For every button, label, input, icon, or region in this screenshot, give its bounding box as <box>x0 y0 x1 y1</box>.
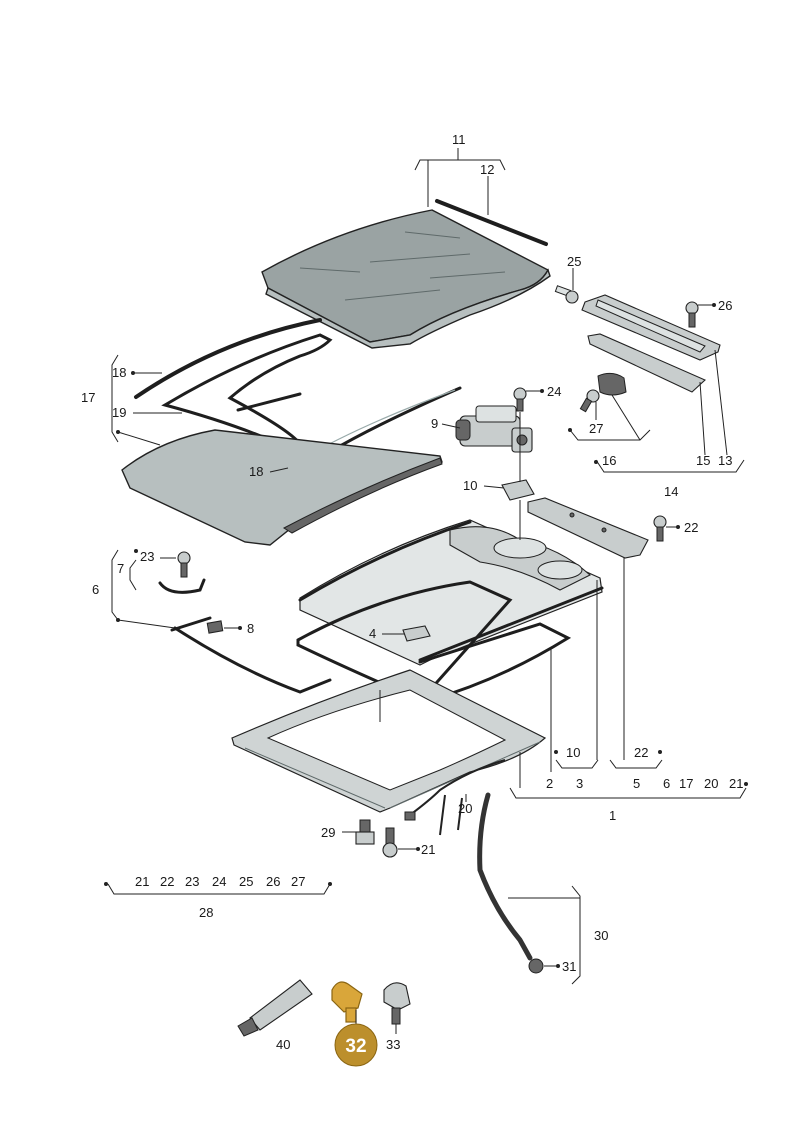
callout-15: 15 <box>696 453 710 468</box>
callout-5: 5 <box>633 776 640 791</box>
callout-20: 20 <box>458 801 472 816</box>
callout-21-set: 21 <box>135 874 149 889</box>
callout-22-set: 22 <box>160 874 174 889</box>
rail-assembly-14 <box>581 294 721 396</box>
harness-20 <box>409 759 506 836</box>
callout-23: 23 <box>140 549 154 564</box>
screw-25 <box>554 285 579 304</box>
callout-17: 17 <box>81 390 95 405</box>
callout-23-set: 23 <box>185 874 199 889</box>
callout-13: 13 <box>718 453 732 468</box>
callout-6: 6 <box>92 582 99 597</box>
screw-24 <box>513 387 527 412</box>
badge-label-32: 32 <box>345 1036 366 1057</box>
callout-7: 7 <box>117 561 124 576</box>
callout-28: 28 <box>199 905 213 920</box>
callout-12: 12 <box>480 162 494 177</box>
callout-40: 40 <box>276 1037 290 1052</box>
callout-11: 11 <box>452 132 466 147</box>
seal-6 <box>170 616 332 694</box>
callout-33: 33 <box>386 1037 400 1052</box>
callout-labels: 11 12 25 26 24 9 27 16 15 13 14 10 22 18… <box>81 132 743 1052</box>
screw-26 <box>685 301 699 328</box>
frame-assembly-2 <box>298 519 604 666</box>
callout-25: 25 <box>567 254 581 269</box>
motor-9 <box>455 405 533 453</box>
callout-4: 4 <box>369 626 376 641</box>
callout-9: 9 <box>431 416 438 431</box>
callout-26-set: 26 <box>266 874 280 889</box>
callout-26: 26 <box>718 298 732 313</box>
callout-3: 3 <box>576 776 583 791</box>
callout-22: 22 <box>684 520 698 535</box>
seal-3 <box>296 580 513 702</box>
callout-17-list: 17 <box>679 776 693 791</box>
callout-16: 16 <box>602 453 616 468</box>
callout-25-set: 25 <box>239 874 253 889</box>
callout-14: 14 <box>664 484 678 499</box>
bracket-10 <box>501 479 535 501</box>
callout-24-set: 24 <box>212 874 226 889</box>
fitting-31 <box>528 958 544 974</box>
callout-19: 19 <box>112 405 126 420</box>
callout-24: 24 <box>547 384 561 399</box>
seal-set-17 <box>121 318 462 546</box>
callout-27: 27 <box>589 421 603 436</box>
tube-40 <box>237 979 313 1037</box>
callout-10-top: 10 <box>463 478 477 493</box>
callout-21: 21 <box>421 842 435 857</box>
drain-hose-30 <box>477 792 533 961</box>
cover-22 <box>527 497 649 559</box>
callout-1: 1 <box>609 808 616 823</box>
callout-27-set: 27 <box>291 874 305 889</box>
connector-20 <box>404 811 416 821</box>
screw-23 <box>177 551 191 578</box>
screw-27 <box>579 389 600 413</box>
screw-29 <box>355 819 375 845</box>
callout-8: 8 <box>247 621 254 636</box>
highlight-badge-32[interactable]: 32 <box>334 1023 378 1067</box>
roof-frame-1 <box>231 669 547 813</box>
leader-dots <box>104 303 748 968</box>
callout-6-list: 6 <box>663 776 670 791</box>
screw-22 <box>653 515 667 542</box>
callout-18-top: 18 <box>112 365 126 380</box>
seal-7 <box>158 578 206 594</box>
callout-29: 29 <box>321 825 335 840</box>
callout-22-bottom: 22 <box>634 745 648 760</box>
clip-33 <box>383 982 411 1025</box>
callout-31: 31 <box>562 959 576 974</box>
callout-18-bottom: 18 <box>249 464 263 479</box>
screw-21 <box>382 827 398 858</box>
glass-panel-11 <box>261 209 551 349</box>
clip-8 <box>206 620 224 634</box>
clip-32-highlighted <box>331 981 363 1023</box>
callout-20-list: 20 <box>704 776 718 791</box>
callout-10-bottom: 10 <box>566 745 580 760</box>
callout-30: 30 <box>594 928 608 943</box>
seal-12 <box>435 199 548 246</box>
callout-21-list: 21 <box>729 776 743 791</box>
callout-2: 2 <box>546 776 553 791</box>
clip-4 <box>402 625 431 642</box>
